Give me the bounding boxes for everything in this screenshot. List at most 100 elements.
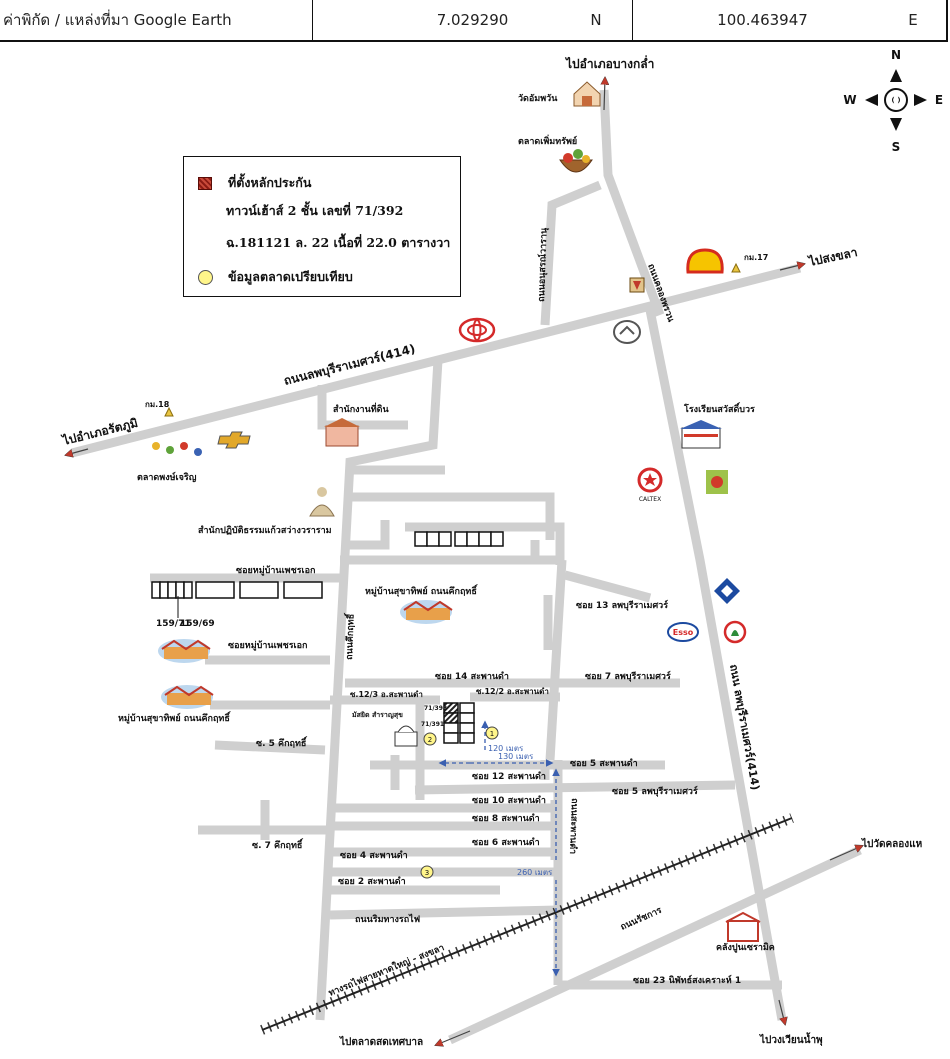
label-soi12-saphan: ซอย 12 สะพานดำ (472, 771, 546, 782)
mazda-logo-icon (613, 320, 641, 344)
label-soi12-2: ซ.12/2 อ.สะพานดำ (476, 687, 549, 696)
map-legend: ที่ตั้งหลักประกัน ทาวน์เฮ้าส์ 2 ชั้น เลข… (183, 156, 461, 297)
comparable-marker-2 (423, 732, 437, 746)
buddha-statue-icon (309, 487, 335, 517)
kbank-logo-icon (723, 620, 747, 644)
label-to-songkhla: ไปสงขลา (806, 244, 859, 269)
label-village-suchathip-top: หมู่บ้านสุขาทิพย์ ถนนคึกฤทธิ์ (365, 584, 478, 597)
warehouse-icon (725, 911, 761, 942)
label-soi5-lopburi: ซอย 5 ลพบุรีราเมศวร์ (612, 785, 698, 797)
market-basket-icon (559, 149, 593, 173)
railway-line (260, 813, 794, 1035)
legend-comparables: ข้อมูลตลาดเปรียบเทียบ (198, 267, 353, 287)
direction-arrows (66, 78, 862, 1045)
label-road-saphan-dam: ถนนสะพานดำ (567, 798, 580, 854)
legend-property-line1: ทาวน์เฮ้าส์ 2 ชั้น เลขที่ 71/392 (226, 201, 403, 221)
school-icon (680, 420, 722, 449)
caltex-label: CALTEX (639, 496, 661, 503)
label-house-15969: 159/69 (180, 619, 215, 629)
label-railway: ทางรถไฟสายหาดใหญ่ - สงขลา (327, 941, 446, 999)
legend-property-line2: ฉ.181121 ล. 22 เนื้อที่ 22.0 ตารางวา (226, 233, 450, 253)
km17-marker-icon (731, 262, 741, 273)
latitude-value: 7.029290 (312, 0, 592, 40)
fuel-station-icon (706, 470, 728, 494)
compass-w: W (843, 93, 856, 107)
label-soi4-saphan: ซอย 4 สะพานดำ (340, 850, 408, 861)
label-road-ratchakan: ถนนรัชการ (619, 905, 664, 933)
comparable-dot-icon (198, 269, 213, 285)
label-soi13-lopburi: ซอย 13 ลพบุรีราเมศวร์ (576, 599, 668, 611)
label-soi7-lopburi: ซอย 7 ลพบุรีราเมศวร์ (585, 670, 671, 682)
label-to-wiang-nam-phu: ไปวงเวียนน้ำพุ (759, 1032, 823, 1046)
label-talat-phoem-sap: ตลาดเพิ่มทรัพย์ (518, 134, 577, 147)
compass-n: N (891, 48, 901, 62)
market-people-icon (152, 442, 202, 456)
label-soi-phet-ek-1: ซอยหมู่บ้านเพชรเอก (236, 565, 315, 576)
compass-s: S (892, 140, 901, 154)
road-anusorn (540, 180, 602, 326)
chevrolet-logo-icon (217, 431, 251, 449)
label-to-bang-klam: ไปอำเภอบางกล่ำ (564, 55, 654, 71)
label-road-yanotthun: ถนนอนุสรณ์วารานุ (535, 227, 550, 302)
latitude-direction: N (590, 11, 602, 29)
label-village-suchathip-left: หมู่บ้านสุขาทิพย์ ถนนคึกฤทธิ์ (118, 711, 231, 724)
caltex-logo-icon: CALTEX (637, 467, 663, 503)
marker-2-label: 2 (428, 736, 432, 744)
label-warehouse: คลังปูนเซรามิค (716, 942, 775, 953)
label-soi14-saphan: ซอย 14 สะพานดำ (435, 671, 509, 682)
label-meditation-center: สำนักปฏิบัติธรรมแก้วสว่างวราราม (198, 525, 332, 536)
longitude-value: 100.463947 (632, 0, 872, 40)
mosque-icon (394, 725, 418, 747)
coordinate-label: ค่าพิกัด / แหล่งที่มา Google Earth (3, 11, 232, 29)
village-icon-1 (158, 639, 211, 663)
landmark-icons: CALTEX Esso (152, 81, 761, 942)
legend-collateral: ที่ตั้งหลักประกัน (198, 173, 311, 193)
label-to-market-thesaban: ไปตลาดสดเทศบาล (339, 1035, 423, 1048)
legend-comparables-label: ข้อมูลตลาดเปรียบเทียบ (228, 269, 353, 284)
toyota-logo-icon (458, 317, 496, 343)
label-km18: กม.18 (145, 400, 170, 409)
label-soi5-saphan: ซอย 5 สะพานดำ (570, 758, 638, 769)
label-house-15971: 159/71 (156, 619, 191, 629)
shell-logo-icon (686, 248, 724, 274)
shop-icon (629, 277, 645, 293)
land-office-icon (324, 418, 360, 447)
label-soi6-saphan: ซอย 6 สะพานดำ (472, 837, 540, 848)
compass-rose: N S E W (843, 48, 943, 154)
label-unit-71391: 71/391 (421, 721, 444, 728)
marker-3-label: 3 (425, 869, 429, 877)
village-icon-2 (161, 685, 214, 709)
label-soi2-saphan: ซอย 2 สะพานดำ (338, 876, 406, 887)
bank-logo-icon (714, 578, 740, 604)
property-line2-text: ฉ.181121 ล. 22 เนื้อที่ 22.0 ตารางวา (226, 235, 451, 250)
label-dist-260: 260 เมตร (517, 868, 553, 877)
property-line1-text: ทาวน์เฮ้าส์ 2 ชั้น เลขที่ 71/392 (226, 203, 404, 218)
road-414-vertical (645, 309, 787, 1021)
label-road-khukrit: ถนนคึกฤทธิ์ (342, 612, 357, 660)
distance-dimensions (438, 720, 560, 977)
km18-marker-icon (164, 406, 174, 417)
road-land-office (317, 385, 408, 430)
label-soi-phet-ek-2: ซอยหมู่บ้านเพชรเอก (228, 640, 307, 651)
coordinate-header: ค่าพิกัด / แหล่งที่มา Google Earth 7.029… (0, 0, 948, 42)
road-network (70, 89, 862, 1045)
comparable-marker-1 (485, 726, 499, 740)
comparable-marker-3 (420, 865, 434, 879)
label-soi10-saphan: ซอย 10 สะพานดำ (472, 795, 546, 806)
road-to-bang-klam (599, 89, 665, 317)
label-land-office: สำนักงานที่ดิน (333, 402, 390, 415)
label-road-railway: ถนนริมทางรถไฟ (355, 913, 420, 925)
label-talat-phong-charoen: ตลาดพงษ์เจริญ (137, 471, 197, 483)
label-soi5-khukrit: ซ. 5 คึกฤทธิ์ (256, 736, 308, 749)
label-dist-130: 130 เมตร (498, 752, 534, 761)
esso-label: Esso (673, 628, 694, 637)
marker-1-label: 1 (490, 730, 494, 738)
comparable-markers: 1 2 3 (420, 726, 499, 879)
label-to-wat-khlong-hae: ไปวัดคลองแห (861, 837, 923, 850)
label-school: โรงเรียนสวัสดิ์บวร (683, 402, 755, 415)
road-ratchakan (448, 845, 862, 1045)
label-soi23-nipphat: ซอย 23 นิพัทธ์สงเคราะห์ 1 (633, 974, 741, 986)
label-soi12-3: ซ.12/3 อ.สะพานดำ (350, 690, 423, 699)
label-km17: กม.17 (744, 253, 768, 262)
label-unit-71393: 71/393 (424, 705, 447, 712)
